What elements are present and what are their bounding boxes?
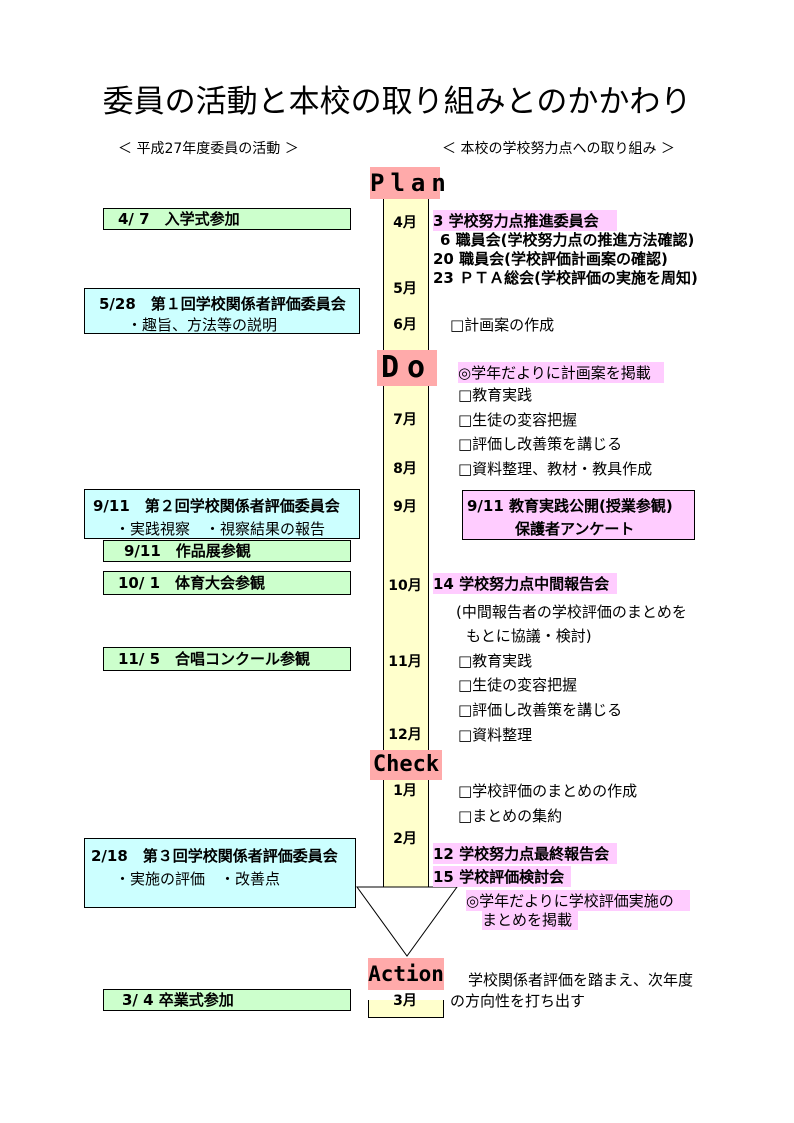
action-line2: の方向性を打ち出す: [450, 992, 586, 1010]
sports-festival-box: 10/ 1 体育大会参観: [103, 571, 351, 595]
committee-meeting-2-detail: ・実践視察 ・視察結果の報告: [115, 520, 326, 538]
month-nov: 11月: [388, 654, 422, 670]
committee-meeting-1-box: 5/28 第１回学校関係者評価委員会 ・趣旨、方法等の説明: [84, 288, 360, 334]
committee-meeting-3-title: 2/18 第３回学校関係者評価委員会: [91, 847, 338, 865]
apr-20-item: 20 職員会(学校評価計画案の確認): [433, 250, 668, 268]
phase-action: Action: [368, 958, 444, 990]
apr-6-item: 6 職員会(学校努力点の推進方法確認): [440, 231, 695, 249]
oct-note-line2: もとに協議・検討): [466, 627, 592, 645]
committee-meeting-3-box: 2/18 第３回学校関係者評価委員会 ・実施の評価 ・改善点: [84, 838, 356, 908]
month-jun: 6月: [393, 317, 417, 333]
chorus-contest-box: 11/ 5 合唱コンクール参観: [103, 647, 351, 671]
action-spine: [368, 1000, 444, 1018]
action-line1: 学校関係者評価を踏まえ、次年度: [468, 971, 694, 989]
month-jul: 7月: [393, 412, 417, 428]
jun-plan-item: □計画案の作成: [450, 316, 555, 334]
open-class-box: 9/11 教育実践公開(授業参観) 保護者アンケート: [462, 490, 695, 540]
month-mar: 3月: [393, 993, 417, 1009]
do-evaluate-item: □評価し改善策を講じる: [458, 435, 623, 453]
right-column-header: ＜ 本校の学校努力点への取り組み ＞: [442, 141, 675, 157]
feb-newsletter-line1: ◎学年だよりに学校評価実施の: [466, 890, 690, 911]
month-may: 5月: [393, 281, 417, 297]
do-material-item: □資料整理、教材・教具作成: [458, 460, 653, 478]
jan-collect-item: □まとめの集約: [458, 807, 563, 825]
do-change-item: □生徒の変容把握: [458, 411, 578, 429]
open-class-title: 9/11 教育実践公開(授業参観): [467, 497, 673, 515]
month-oct: 10月: [388, 578, 422, 594]
month-aug: 8月: [393, 461, 417, 477]
do-newsletter-item: ◎学年だよりに計画案を掲載: [458, 362, 664, 383]
month-dec: 12月: [388, 727, 422, 743]
jan-summary-item: □学校評価のまとめの作成: [458, 782, 638, 800]
month-feb: 2月: [393, 831, 417, 847]
do-practice-item: □教育実践: [458, 386, 533, 404]
phase-plan: Plan: [370, 167, 452, 199]
phase-do: Do: [377, 350, 437, 386]
feb-newsletter-line2: まとめを掲載: [482, 909, 578, 930]
month-jan: 1月: [393, 783, 417, 799]
committee-meeting-1-detail: ・趣旨、方法等の説明: [127, 316, 278, 334]
entrance-ceremony-box: 4/ 7 入学式参加: [103, 208, 351, 230]
oct-interim-item: 14 学校努力点中間報告会: [433, 573, 617, 594]
month-apr: 4月: [393, 215, 417, 231]
feb-review-item: 15 学校評価検討会: [433, 866, 571, 887]
left-column-header: ＜ 平成27年度委員の活動 ＞: [118, 141, 299, 157]
nov-evaluate-item: □評価し改善策を講じる: [458, 701, 623, 719]
apr-23-item: 23 ＰＴＡ総会(学校評価の実施を周知): [433, 269, 698, 287]
parent-survey-label: 保護者アンケート: [515, 520, 635, 538]
committee-meeting-1-title: 5/28 第１回学校関係者評価委員会: [99, 295, 346, 313]
nov-practice-item: □教育実践: [458, 652, 533, 670]
committee-meeting-2-title: 9/11 第２回学校関係者評価委員会: [93, 497, 340, 515]
phase-check: Check: [370, 750, 442, 780]
committee-meeting-2-box: 9/11 第２回学校関係者評価委員会 ・実践視察 ・視察結果の報告: [84, 489, 360, 539]
nov-change-item: □生徒の変容把握: [458, 676, 578, 694]
exhibition-box: 9/11 作品展参観: [103, 540, 351, 562]
apr-3-item: 3 学校努力点推進委員会: [433, 210, 617, 231]
graduation-box: 3/ 4 卒業式参加: [103, 989, 351, 1011]
timeline-arrowhead: [356, 886, 458, 957]
page-title: 委員の活動と本校の取り組みとのかかわり: [102, 84, 692, 120]
month-sep: 9月: [393, 499, 417, 515]
oct-note-line1: (中間報告者の学校評価のまとめを: [456, 603, 687, 621]
committee-meeting-3-detail: ・実施の評価 ・改善点: [115, 870, 281, 888]
dec-material-item: □資料整理: [458, 726, 533, 744]
feb-final-report-item: 12 学校努力点最終報告会: [433, 843, 617, 864]
